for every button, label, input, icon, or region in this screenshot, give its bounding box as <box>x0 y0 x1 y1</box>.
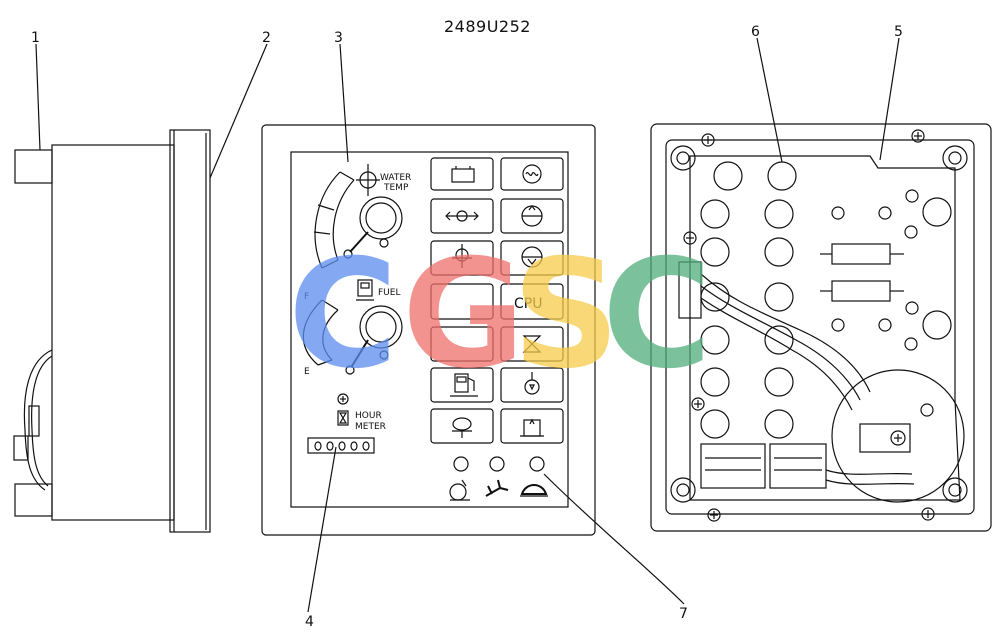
lamp-preheat <box>500 157 564 191</box>
hour-meter-display <box>307 437 375 454</box>
fuel-gauge: FUEL F E <box>302 279 403 377</box>
lamp-battery <box>430 157 494 191</box>
glow-plug-icon <box>522 164 542 184</box>
mode-lamp-2 <box>489 456 505 472</box>
resistors <box>820 243 904 302</box>
lamp-blank-1 <box>430 283 494 320</box>
fuel-full-mark: F <box>304 292 309 302</box>
engine-oil-icon <box>524 372 540 395</box>
lamp-cpu <box>500 283 564 320</box>
watermark: C G S C <box>288 228 712 402</box>
air-filter-icon <box>522 335 542 353</box>
nuts <box>831 189 952 417</box>
callout-3: 3 <box>334 30 343 46</box>
buzzer <box>831 369 965 503</box>
hour-meter-label-2: METER <box>355 422 386 432</box>
water-temp-gauge: WATER TEMP <box>313 164 411 269</box>
turtle-icon <box>520 484 548 497</box>
mounting-bosses <box>670 145 968 503</box>
drawing-code: 2489U252 <box>444 17 531 36</box>
lamp-blank-2 <box>430 326 494 362</box>
side-view <box>13 129 211 533</box>
watermark-letter-c2: C <box>602 228 712 402</box>
mode-lamp-1 <box>453 456 469 472</box>
hydraulic-temp-icon <box>521 246 543 268</box>
wrench-mode-icon <box>449 479 470 501</box>
callout-4: 4 <box>305 614 314 630</box>
lamp-filter <box>500 326 564 362</box>
hour-meter-digits <box>314 441 370 451</box>
coolant-level-icon <box>521 205 543 227</box>
fuel-empty-mark: E <box>304 367 310 377</box>
lamp-engine-temp <box>430 240 494 276</box>
wire-connector <box>678 261 871 411</box>
thermometer-icon <box>356 164 380 196</box>
lamp-hydraulic-temp <box>500 240 564 276</box>
fuel-label: FUEL <box>378 288 400 298</box>
water-temp-label-2: TEMP <box>383 183 409 193</box>
callout-5: 5 <box>894 24 903 40</box>
engine-temp-icon <box>452 244 472 268</box>
lamp-sockets <box>700 161 797 439</box>
fuel-level-icon <box>450 373 478 397</box>
lamp-water-separator <box>500 408 564 444</box>
lamp-oil-pressure <box>430 198 494 234</box>
battery-icon <box>451 166 475 183</box>
indicator-lamps: CPU <box>430 157 564 444</box>
screws <box>683 129 935 522</box>
callout-1: 1 <box>31 30 40 46</box>
water-separator-icon <box>520 418 544 437</box>
rabbit-icon <box>485 479 509 497</box>
temp-level-icon <box>452 417 472 438</box>
water-temp-label-1: WATER <box>380 173 411 183</box>
lamp-coolant-level <box>500 198 564 234</box>
rear-view <box>650 123 992 532</box>
hour-meter: HOUR METER <box>307 393 386 454</box>
watermark-letter-s: S <box>512 228 620 402</box>
lamp-fuel-level <box>430 367 494 403</box>
callout-leaders <box>35 37 900 613</box>
hour-meter-label-1: HOUR <box>355 411 382 421</box>
lamp-temp-2 <box>430 408 494 444</box>
mode-lamps <box>449 456 548 501</box>
callout-numbers: 1 2 3 4 5 6 7 <box>31 24 903 630</box>
front-view: WATER TEMP FUEL F E <box>261 124 596 536</box>
callout-6: 6 <box>751 24 760 40</box>
callout-2: 2 <box>262 30 271 46</box>
mode-lamp-3 <box>529 456 545 472</box>
fuel-pump-icon <box>356 279 374 301</box>
lamp-engine-oil <box>500 367 564 403</box>
cpu-label: CPU <box>514 296 542 312</box>
harness-connectors <box>700 443 915 489</box>
oil-pressure-icon <box>445 210 479 222</box>
watermark-letter-c1: C <box>288 228 398 402</box>
hourglass-icon <box>337 410 349 426</box>
watermark-letter-g: G <box>402 228 525 402</box>
callout-7: 7 <box>679 606 688 622</box>
